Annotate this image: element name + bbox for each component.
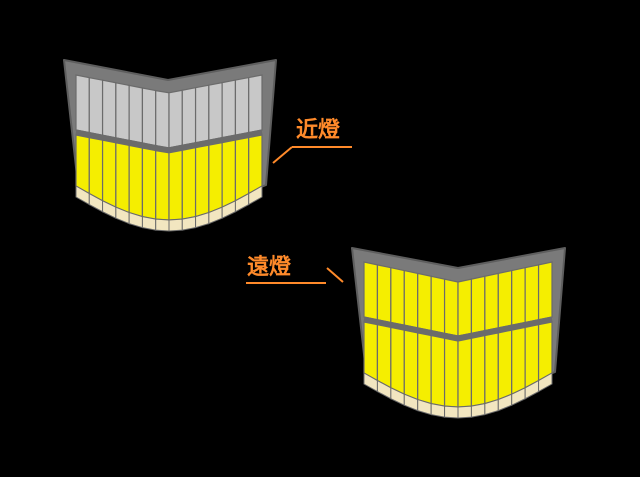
bottom-strip-segment xyxy=(248,185,263,206)
bottom-strip-segment xyxy=(538,372,553,393)
band-separator xyxy=(363,316,553,341)
high-beam-lamp xyxy=(351,247,566,419)
high-beam-leader-line xyxy=(326,267,344,283)
high-beam-label: 遠燈 xyxy=(247,255,292,280)
low-beam-label: 近燈 xyxy=(296,118,341,143)
low-beam-leader-line xyxy=(272,146,293,164)
upper-segment xyxy=(537,261,553,321)
band-separator xyxy=(75,129,263,153)
upper-segment xyxy=(248,74,263,134)
low-beam-lamp xyxy=(63,59,277,232)
